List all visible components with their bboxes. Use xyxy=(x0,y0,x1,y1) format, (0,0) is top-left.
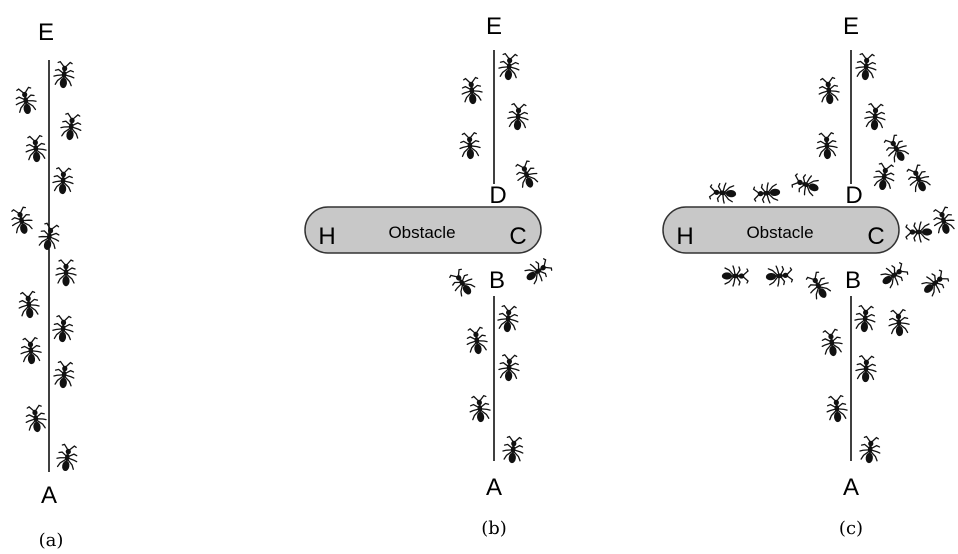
obstacle xyxy=(304,206,542,254)
caption-a: (a) xyxy=(39,530,64,551)
caption-b: (b) xyxy=(481,518,507,539)
ant-icon xyxy=(496,304,520,334)
label-a: A xyxy=(41,482,57,509)
ant-icon xyxy=(52,60,76,90)
ant-icon xyxy=(854,354,878,384)
ant-icon xyxy=(930,205,958,238)
ant-icon xyxy=(446,266,479,301)
label-a: A xyxy=(843,474,859,501)
ant-icon xyxy=(459,76,484,106)
ant-icon xyxy=(58,112,84,143)
ant-icon xyxy=(458,131,482,161)
ant-icon xyxy=(721,265,749,287)
ant-icon xyxy=(468,394,492,424)
ant-icon xyxy=(854,52,878,82)
label-c: C xyxy=(867,223,884,250)
label-c: C xyxy=(509,223,526,250)
ant-icon xyxy=(54,442,80,474)
label-h: H xyxy=(318,223,335,250)
ant-icon xyxy=(752,181,782,205)
ant-icon xyxy=(51,166,75,196)
ant-icon xyxy=(815,131,839,161)
ant-icon xyxy=(520,255,555,288)
label-d: D xyxy=(845,182,862,209)
label-d: D xyxy=(489,182,506,209)
ant-icon xyxy=(8,205,36,238)
ant-icon xyxy=(789,170,823,200)
label-e: E xyxy=(843,13,859,40)
ant-icon xyxy=(36,221,63,253)
ants-a xyxy=(8,60,84,474)
label-b: B xyxy=(489,267,505,294)
ant-icon xyxy=(880,132,913,167)
ant-icon xyxy=(52,360,77,390)
ant-icon xyxy=(512,158,542,192)
ant-icon xyxy=(708,181,738,205)
ant-icon xyxy=(13,85,39,117)
label-a: A xyxy=(486,474,502,501)
ants-c xyxy=(708,52,958,465)
ant-icon xyxy=(506,102,530,132)
panel-b: E D H Obstacle C B A (b) xyxy=(304,13,555,539)
label-b: B xyxy=(845,267,861,294)
ant-icon xyxy=(497,353,521,383)
ant-icon xyxy=(24,134,48,164)
ant-icon xyxy=(501,435,526,465)
label-e: E xyxy=(38,19,54,46)
obstacle-label: Obstacle xyxy=(746,223,813,242)
ant-icon xyxy=(497,52,521,82)
panel-c: E D H Obstacle C B A (c) xyxy=(662,13,958,539)
ant-icon xyxy=(819,328,845,359)
ants-b xyxy=(446,52,555,465)
ant-icon xyxy=(917,266,952,301)
ant-icon xyxy=(802,269,835,304)
ant-icon xyxy=(825,394,849,424)
ant-icon xyxy=(853,304,877,334)
ant-icon xyxy=(55,259,77,287)
label-e: E xyxy=(486,13,502,40)
obstacle-label: Obstacle xyxy=(388,223,455,242)
obstacle xyxy=(662,206,900,254)
ant-icon xyxy=(23,404,49,435)
ant-icon xyxy=(871,161,897,193)
ant-icon xyxy=(51,314,75,344)
ant-icon xyxy=(863,102,887,132)
ant-icon xyxy=(858,435,883,465)
panel-a: E A (a) xyxy=(8,19,84,551)
ant-icon xyxy=(764,264,794,288)
caption-c: (c) xyxy=(839,518,863,539)
ant-icon xyxy=(19,336,43,366)
label-h: H xyxy=(676,223,693,250)
ant-icon xyxy=(903,162,934,196)
ant-icon xyxy=(887,308,911,338)
ant-icon xyxy=(905,221,933,243)
ant-icon xyxy=(16,290,41,320)
ant-icon xyxy=(816,76,841,106)
ant-icon xyxy=(464,326,490,357)
ant-icon xyxy=(876,259,911,292)
